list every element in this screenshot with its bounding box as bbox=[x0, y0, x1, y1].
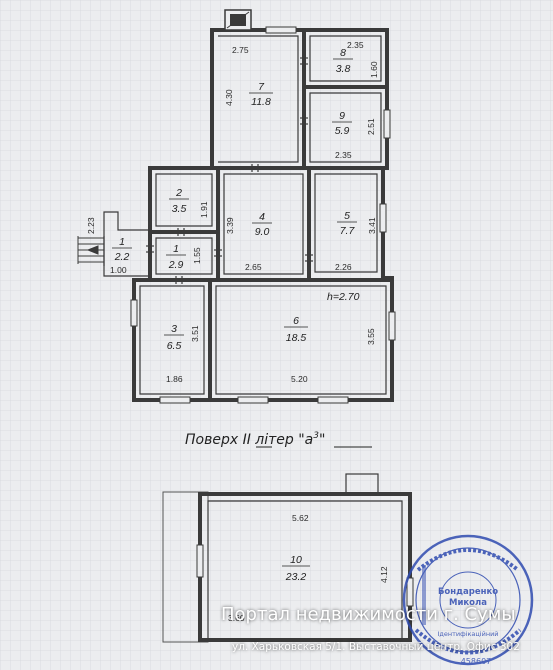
room-label-7: 7 11.8 bbox=[249, 81, 273, 108]
watermark-title: Портал недвижимости г. Сумы bbox=[221, 604, 516, 625]
svg-text:4.12: 4.12 bbox=[379, 566, 389, 583]
room-label-3: 3 6.5 bbox=[164, 323, 184, 352]
room-label-6: 6 18.5 bbox=[284, 315, 308, 344]
windows bbox=[130, 26, 396, 404]
svg-text:6.5: 6.5 bbox=[167, 340, 182, 352]
svg-text:2.9: 2.9 bbox=[168, 259, 184, 271]
porch bbox=[103, 211, 151, 277]
svg-text:1.91: 1.91 bbox=[199, 201, 209, 218]
room-label-5: 5 7.7 bbox=[337, 210, 357, 237]
room-label-10: 10 23.2 bbox=[282, 554, 310, 583]
svg-text:6: 6 bbox=[293, 315, 299, 327]
svg-text:3.51: 3.51 bbox=[190, 325, 200, 342]
stamp-number: 458607 bbox=[461, 657, 492, 666]
watermark-address: ул. Харьковская 5/1. Выставочный центр. … bbox=[232, 641, 520, 653]
stamp-line3: Ідентифікаційний bbox=[437, 630, 498, 638]
upper-floor-walls bbox=[132, 28, 394, 402]
svg-text:2.51: 2.51 bbox=[366, 118, 376, 135]
svg-text:3: 3 bbox=[171, 323, 177, 335]
room-label-4: 4 9.0 bbox=[252, 211, 272, 238]
room-label-9: 9 5.9 bbox=[332, 110, 352, 137]
svg-text:Поверх II літер "а3": Поверх II літер "а3" bbox=[185, 431, 325, 448]
svg-text:1.55: 1.55 bbox=[192, 247, 202, 264]
ceiling-height: h=2.70 bbox=[327, 291, 360, 303]
svg-text:10: 10 bbox=[290, 554, 302, 566]
svg-text:7.7: 7.7 bbox=[340, 225, 356, 237]
svg-text:2.35: 2.35 bbox=[347, 40, 364, 50]
svg-text:4.30: 4.30 bbox=[224, 89, 234, 106]
svg-text:2.26: 2.26 bbox=[335, 262, 352, 272]
svg-text:3.39: 3.39 bbox=[225, 217, 235, 234]
room-label-1-hall: 1 2.9 bbox=[166, 243, 186, 271]
attic-plan bbox=[162, 473, 414, 643]
svg-text:7: 7 bbox=[258, 81, 265, 93]
attic-dimensions: 5.62 4.12 3.60 bbox=[228, 513, 389, 623]
svg-text:1.60: 1.60 bbox=[369, 61, 379, 78]
porch-stairs bbox=[77, 236, 104, 264]
official-stamp: Бондаренко Микола Ідентифікаційний 45860… bbox=[402, 534, 534, 666]
svg-text:5.62: 5.62 bbox=[292, 513, 309, 523]
svg-text:3.41: 3.41 bbox=[367, 217, 377, 234]
chimney bbox=[224, 9, 252, 31]
svg-text:2.35: 2.35 bbox=[335, 150, 352, 160]
room-label-2: 2 3.5 bbox=[169, 187, 189, 215]
svg-text:11.8: 11.8 bbox=[251, 96, 271, 108]
svg-text:3.5: 3.5 bbox=[172, 203, 187, 215]
room-label-8: 8 3.8 bbox=[333, 47, 353, 75]
svg-text:2.23: 2.23 bbox=[86, 217, 96, 234]
svg-text:3.55: 3.55 bbox=[366, 328, 376, 345]
svg-text:2.75: 2.75 bbox=[232, 45, 249, 55]
svg-text:1: 1 bbox=[173, 243, 179, 255]
svg-text:8: 8 bbox=[340, 47, 346, 59]
dimension-labels: 2.75 4.30 2.35 1.60 2.35 2.51 1.91 3.39 … bbox=[86, 40, 379, 384]
svg-text:5.20: 5.20 bbox=[291, 374, 308, 384]
svg-text:3.60: 3.60 bbox=[228, 613, 245, 623]
svg-text:2.65: 2.65 bbox=[245, 262, 262, 272]
stamp-name-line2: Микола bbox=[449, 598, 487, 608]
floor-caption: Поверх II літер "а3" bbox=[185, 431, 372, 448]
svg-text:9.0: 9.0 bbox=[255, 226, 270, 238]
svg-text:23.2: 23.2 bbox=[285, 571, 307, 583]
svg-text:9: 9 bbox=[339, 110, 345, 122]
svg-text:3.8: 3.8 bbox=[336, 63, 351, 75]
svg-text:2: 2 bbox=[175, 187, 182, 199]
svg-text:5.9: 5.9 bbox=[335, 125, 350, 137]
inner-wall-lines bbox=[139, 35, 387, 395]
svg-text:18.5: 18.5 bbox=[286, 332, 307, 344]
svg-text:1: 1 bbox=[119, 236, 125, 248]
stamp-name-line1: Бондаренко bbox=[438, 587, 498, 597]
svg-text:4: 4 bbox=[259, 211, 265, 223]
room-label-1-porch: 1 2.2 bbox=[112, 236, 132, 263]
svg-text:1.00: 1.00 bbox=[110, 265, 127, 275]
svg-text:1.86: 1.86 bbox=[166, 374, 183, 384]
svg-text:2.2: 2.2 bbox=[114, 251, 130, 263]
svg-text:5: 5 bbox=[344, 210, 350, 222]
